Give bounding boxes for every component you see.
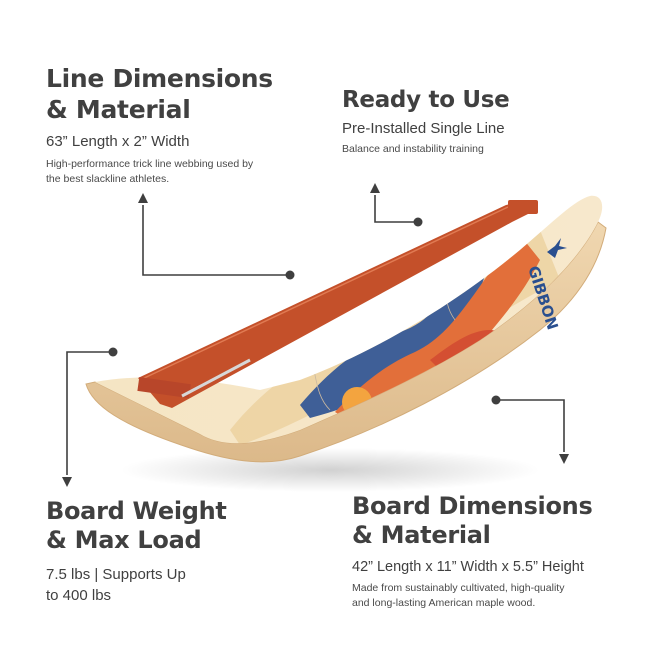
board-weight-title: Board Weight & Max Load — [46, 497, 296, 556]
ready-subtitle: Pre-Installed Single Line — [342, 120, 505, 138]
ready-title: Ready to Use — [342, 87, 510, 113]
line-dimensions-desc-line1: High-performance trick line webbing used… — [46, 158, 254, 170]
callout-line-dimensions: Line Dimensions & Material 63” Length x … — [46, 64, 326, 187]
connector-ready-to-use — [370, 183, 423, 227]
brand-logo-icon — [547, 238, 567, 258]
callout-board-dimensions: Board Dimensions & Material 42” Length x… — [352, 492, 652, 611]
line-dimensions-title-line2: & Material — [46, 94, 191, 124]
board-shadow — [120, 448, 540, 492]
line-dimensions-desc-line2: the best slackline athletes. — [46, 173, 170, 186]
board-dimensions-description: Made from sustainably cultivated, high-q… — [352, 581, 652, 611]
board-dimensions-title-line1: Board Dimensions — [352, 492, 593, 520]
board-weight-subtitle-line1: 7.5 lbs | Supports Up — [46, 565, 186, 583]
connector-board-weight — [62, 347, 118, 487]
slackline-strap — [138, 200, 536, 408]
callout-board-weight: Board Weight & Max Load 7.5 lbs | Suppor… — [46, 497, 296, 607]
strap-tension-rod — [181, 358, 251, 398]
slackline-strap-highlight — [139, 206, 509, 381]
connector-line-dimensions — [138, 193, 295, 280]
board-dimensions-desc-line1: Made from sustainably cultivated, high-q… — [352, 581, 565, 594]
connector-board-dimensions — [491, 395, 569, 464]
board-weight-title-line2: & Max Load — [46, 526, 202, 555]
line-dimensions-description: High-performance trick line webbing used… — [46, 157, 326, 187]
ready-description: Balance and instability training — [342, 143, 484, 156]
line-dimensions-title-line1: Line Dimensions — [46, 64, 273, 93]
board-weight-title-line1: Board Weight — [46, 497, 227, 525]
board-dimensions-title-line2: & Material — [352, 521, 491, 550]
strap-anchor-right — [508, 200, 538, 214]
strap-anchor-left — [137, 377, 191, 399]
board-weight-subtitle: 7.5 lbs | Supports Up to 400 lbs — [46, 564, 296, 608]
line-dimensions-subtitle: 63” Length x 2” Width — [46, 133, 190, 150]
callout-ready-to-use: Ready to Use Pre-Installed Single Line B… — [342, 86, 632, 157]
line-dimensions-title: Line Dimensions & Material — [46, 64, 326, 125]
board-weight-subtitle-line2: to 400 lbs — [46, 587, 112, 605]
board-dimensions-subtitle: 42” Length x 11” Width x 5.5” Height — [352, 558, 584, 575]
board-dimensions-title: Board Dimensions & Material — [352, 492, 652, 551]
board-dimensions-desc-line2: and long-lasting American maple wood. — [352, 596, 536, 609]
